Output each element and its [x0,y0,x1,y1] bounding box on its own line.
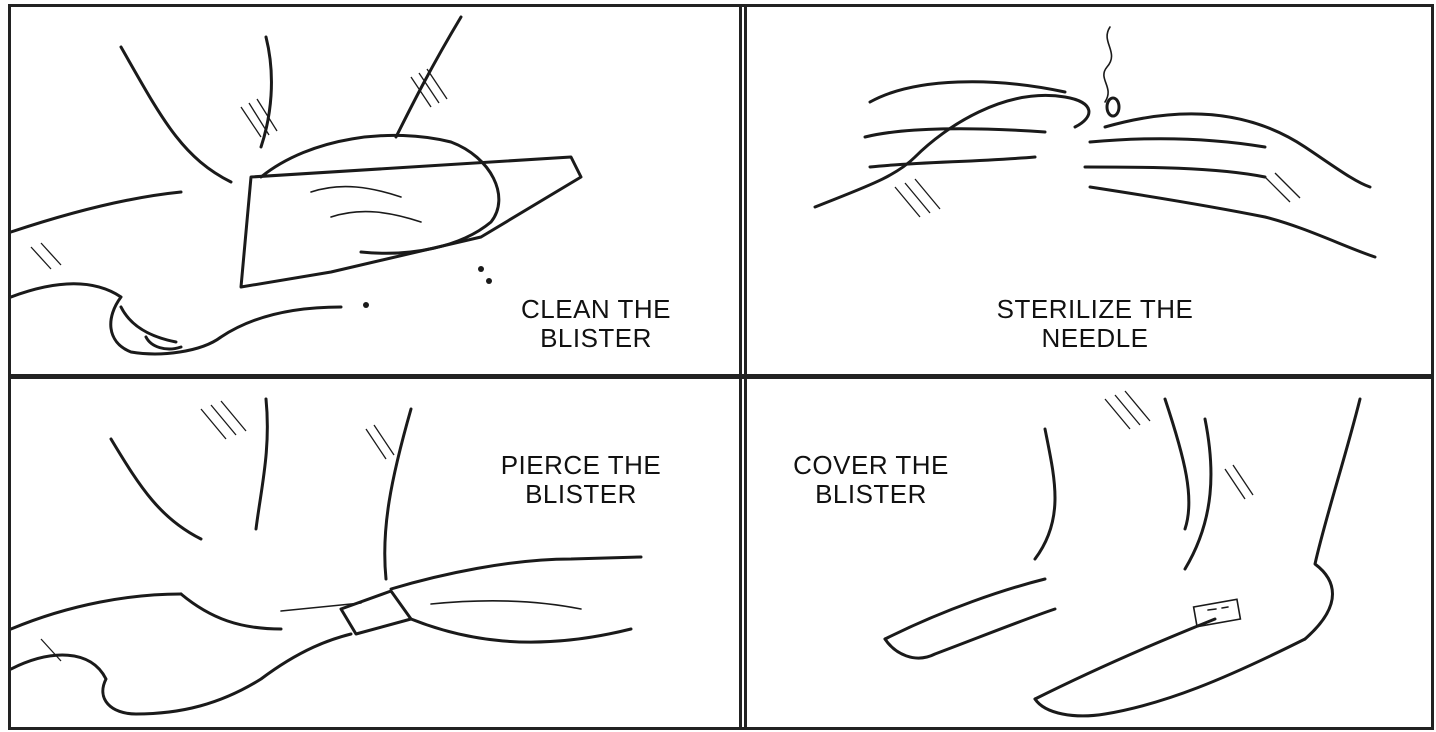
caption-clean-line1: CLEAN THE [466,295,726,324]
panel-cover-blister: COVER THE BLISTER [745,379,1431,727]
caption-pierce: PIERCE THE BLISTER [451,451,711,509]
panel-pierce-blister: PIERCE THE BLISTER [11,379,737,727]
caption-cover: COVER THE BLISTER [745,451,1001,509]
caption-pierce-line1: PIERCE THE [451,451,711,480]
caption-sterilize-line1: STERILIZE THE [965,295,1225,324]
caption-clean: CLEAN THE BLISTER [466,295,726,353]
caption-cover-line1: COVER THE [745,451,1001,480]
panel-sterilize-needle: STERILIZE THE NEEDLE [745,7,1431,373]
caption-sterilize-line2: NEEDLE [965,324,1225,353]
caption-clean-line2: BLISTER [466,324,726,353]
caption-pierce-line2: BLISTER [451,480,711,509]
caption-cover-line2: BLISTER [745,480,1001,509]
foot-piercing-illustration [11,379,737,727]
foot-bandage-illustration [745,379,1431,727]
caption-sterilize: STERILIZE THE NEEDLE [965,295,1225,353]
panel-clean-blister: CLEAN THE BLISTER [11,7,737,373]
instruction-grid: CLEAN THE BLISTER S [8,4,1434,730]
